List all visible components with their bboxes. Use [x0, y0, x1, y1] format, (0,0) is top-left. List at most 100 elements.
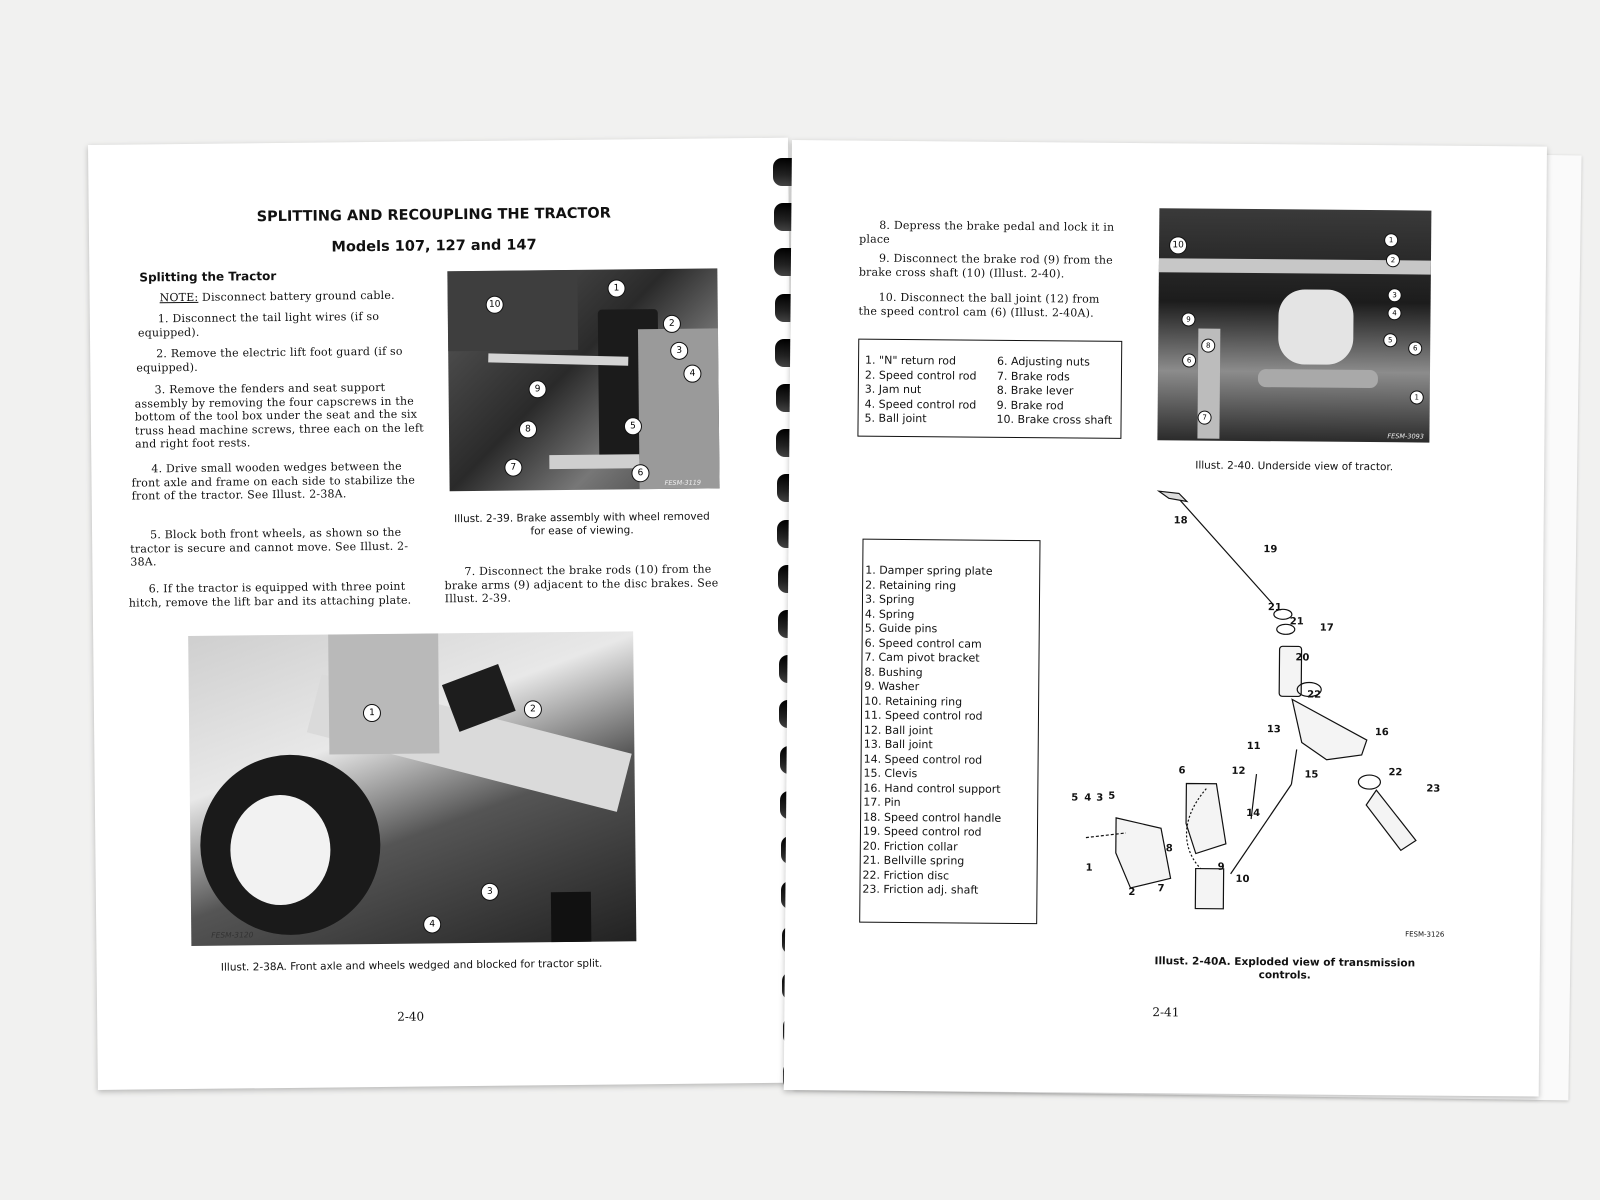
step-3: 3. Remove the fenders and seat support a… — [134, 380, 424, 451]
legend-item: 3. Jam nut — [864, 382, 922, 397]
exploded-part-label: 11 — [1246, 740, 1261, 753]
legend-item: 6. Adjusting nuts — [997, 354, 1091, 369]
callout-5: 5 — [1383, 333, 1398, 348]
legend-item: 9. Washer — [864, 679, 920, 694]
legend-item: 7. Brake rods — [996, 369, 1070, 383]
exploded-part-label: 23 — [1426, 783, 1441, 795]
fig-240a-caption: Illust. 2-40A. Exploded view of transmis… — [1154, 955, 1416, 982]
legend-item: 18. Speed control handle — [863, 810, 1002, 825]
callout-4: 4 — [683, 364, 702, 383]
exploded-part-label: 5 — [1108, 790, 1116, 802]
callout-2: 2 — [523, 700, 543, 719]
figure-code: FESM-3120 — [211, 930, 254, 940]
exploded-part-label: 6 — [1178, 765, 1186, 777]
exploded-part-label: 10 — [1235, 873, 1250, 886]
exploded-part-label: 19 — [1263, 544, 1278, 556]
callout-8: 8 — [518, 420, 538, 439]
callout-10: 10 — [485, 295, 504, 314]
fig-238a-caption: Illust. 2-38A. Front axle and wheels wed… — [220, 957, 603, 974]
fig-239-caption: Illust. 2-39. Brake assembly with wheel … — [454, 510, 710, 538]
callout-2: 2 — [662, 314, 681, 333]
exploded-part-label: 7 — [1157, 883, 1165, 895]
callout-5: 5 — [623, 417, 643, 436]
callout-1: 1 — [607, 279, 626, 298]
callout-3: 3 — [670, 341, 689, 360]
note-label: NOTE: — [159, 290, 199, 305]
front-axle-photo: 1 2 3 4 FESM-3120 — [188, 631, 637, 946]
callout-6: 6 — [1182, 353, 1197, 368]
legend-item: 8. Brake lever — [996, 383, 1074, 398]
callout-4: 4 — [423, 915, 442, 934]
exploded-part-label: 3 — [1096, 792, 1104, 804]
callout-6: 6 — [631, 464, 650, 483]
callout-9: 9 — [1181, 312, 1196, 327]
legend-item: 1. "N" return rod — [865, 353, 957, 368]
legend-item: 23. Friction adj. shaft — [862, 882, 979, 897]
legend-item: 3. Spring — [864, 592, 915, 607]
note-text: Disconnect battery ground cable. — [198, 288, 395, 304]
figure-code: FESM-3093 — [1387, 432, 1424, 441]
legend-item: 2. Retaining ring — [865, 578, 957, 592]
exploded-part-label: 15 — [1304, 769, 1319, 781]
legend-item: 5. Guide pins — [864, 621, 938, 636]
legend-item: 6. Speed control cam — [864, 636, 982, 651]
step-1: 1. Disconnect the tail light wires (if s… — [137, 309, 380, 339]
legend-item: 20. Friction collar — [862, 839, 958, 853]
step-5: 5. Block both front wheels, as shown so … — [130, 525, 409, 569]
step-8: 8. Depress the brake pedal and lock it i… — [859, 218, 1115, 246]
figure-code: FESM-3126 — [1405, 930, 1445, 939]
exploded-part-label: 8 — [1165, 843, 1173, 855]
legend-item: 15. Clevis — [863, 766, 918, 781]
note: NOTE: Disconnect battery ground cable. — [160, 288, 450, 305]
exploded-part-label: 1 — [1085, 862, 1093, 874]
page-left: SPLITTING AND RECOUPLING THE TRACTOR Mod… — [88, 137, 798, 1090]
exploded-part-label: 9 — [1217, 861, 1225, 873]
legend-item: 1. Damper spring plate — [865, 563, 993, 578]
step-7: 7. Disconnect the brake rods (10) from t… — [444, 562, 719, 606]
callout-1: 1 — [1409, 390, 1424, 405]
legend-item: 5. Ball joint — [864, 411, 927, 426]
exploded-part-label: 22 — [1307, 689, 1322, 701]
legend-item: 19. Speed control rod — [862, 824, 982, 839]
callout-8: 8 — [1201, 338, 1216, 353]
exploded-part-label: 18 — [1173, 515, 1188, 527]
figure-code: FESM-3119 — [664, 478, 702, 487]
exploded-part-label: 17 — [1319, 622, 1334, 634]
exploded-part-label: 14 — [1246, 807, 1261, 820]
legend-item: 10. Retaining ring — [864, 694, 963, 709]
exploded-view-drawing — [1085, 490, 1417, 910]
fig-240-caption: Illust. 2-40. Underside view of tractor. — [1195, 459, 1394, 474]
callout-2: 2 — [1385, 253, 1401, 268]
callout-7: 7 — [1197, 410, 1212, 425]
callout-10: 10 — [1169, 236, 1188, 255]
exploded-part-label: 16 — [1374, 727, 1389, 739]
step-10: 10. Disconnect the ball joint (12) from … — [858, 290, 1100, 320]
callout-6: 6 — [1408, 341, 1423, 356]
legend-item: 9. Brake rod — [996, 398, 1064, 412]
page-subheading: Models 107, 127 and 147 — [331, 237, 537, 256]
exploded-part-label: 5 — [1071, 792, 1079, 804]
step-6: 6. If the tractor is equipped with three… — [128, 579, 412, 610]
exploded-part-label: 13 — [1266, 724, 1281, 736]
callout-3: 3 — [1387, 288, 1402, 303]
exploded-part-label: 12 — [1231, 765, 1246, 777]
step-4: 4. Drive small wooden wedges between the… — [131, 459, 416, 503]
legend-item: 14. Speed control rod — [863, 752, 983, 767]
exploded-part-label: 4 — [1084, 792, 1092, 804]
exploded-part-label: 2 — [1128, 886, 1136, 899]
page-heading: SPLITTING AND RECOUPLING THE TRACTOR — [256, 205, 611, 226]
legend-item: 17. Pin — [863, 795, 901, 809]
callout-4: 4 — [1387, 306, 1402, 321]
legend-item: 7. Cam pivot bracket — [864, 650, 980, 665]
callout-7: 7 — [504, 458, 523, 477]
callout-1: 1 — [362, 703, 382, 723]
legend-item: 10. Brake cross shaft — [996, 412, 1113, 427]
callout-9: 9 — [528, 380, 547, 399]
legend-item: 12. Ball joint — [863, 723, 933, 737]
legend-item: 22. Friction disc — [862, 868, 950, 882]
